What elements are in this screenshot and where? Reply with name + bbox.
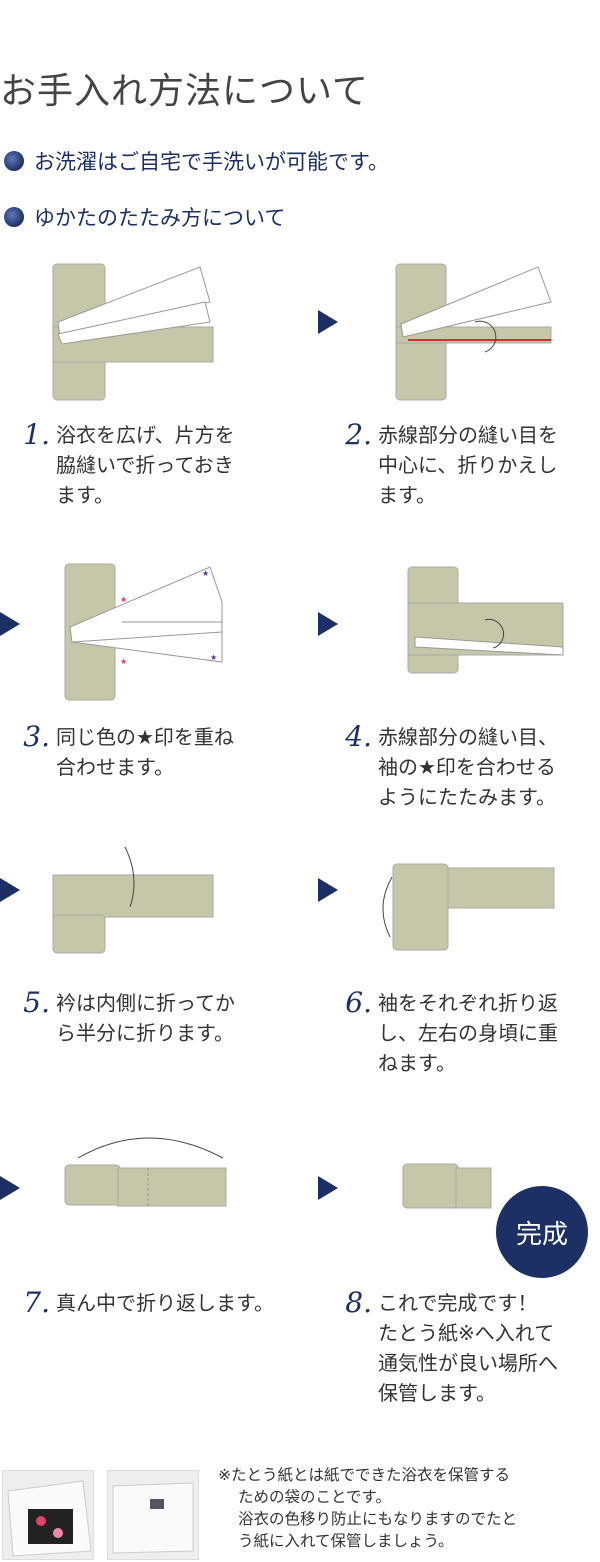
bullet-icon <box>4 151 24 171</box>
next-arrow-icon <box>318 310 338 334</box>
step-8: 8.これで完成です！ たとう紙※へ入れて 通気性が良い場所へ 保管します。 <box>345 1286 558 1406</box>
section-washing: お洗濯はご自宅で手洗いが可能です。 <box>4 146 389 176</box>
page-title: お手入れ方法について <box>0 71 369 112</box>
step8-illustration <box>402 1163 492 1209</box>
step-1: 1.浴衣を広げ、片方を 脇縫いで折っておき ます。 <box>23 418 235 508</box>
next-arrow-icon <box>0 1176 20 1200</box>
step5-illustration <box>52 846 214 954</box>
tatoushi-note: ※たとう紙とは紙でできた浴衣を保管する ための袋のことです。 浴衣の色移り防止に… <box>218 1466 518 1550</box>
next-arrow-icon <box>318 612 338 636</box>
step-3: 3.同じ色の★印を重ね 合わせます。 <box>23 720 234 780</box>
section-folding: ゆかたのたたみ方について <box>4 202 285 232</box>
tatoushi-closed-photo <box>107 1470 199 1560</box>
step-7: 7.真ん中で折り返します。 <box>23 1286 274 1319</box>
step-6: 6.袖をそれぞれ折り返 し、左右の身頃に重 ねます。 <box>345 986 558 1076</box>
step-4: 4.赤線部分の縫い目、 袖の★印を合わせる ようにたたみます。 <box>345 720 558 810</box>
step1-illustration <box>52 263 214 401</box>
tatoushi-open-photo <box>2 1470 94 1560</box>
next-arrow-icon <box>318 878 338 902</box>
next-arrow-icon <box>0 878 20 902</box>
step-2: 2.赤線部分の縫い目を 中心に、折りかえし ます。 <box>345 418 558 508</box>
next-arrow-icon <box>318 1176 338 1200</box>
step-5: 5.衿は内側に折ってか ら半分に折ります。 <box>23 986 235 1046</box>
done-badge: 完成 <box>496 1186 588 1278</box>
svg-text:★: ★ <box>210 653 217 662</box>
svg-text:★: ★ <box>202 569 209 578</box>
step6-illustration <box>382 863 555 951</box>
next-arrow-icon <box>0 612 20 636</box>
svg-text:★: ★ <box>120 595 127 604</box>
step2-illustration <box>395 263 552 401</box>
svg-text:★: ★ <box>120 657 127 666</box>
step4-illustration <box>407 566 564 674</box>
step3-illustration: ★ ★ ★ ★ <box>64 563 223 701</box>
step7-illustration <box>64 1137 227 1207</box>
bullet-icon <box>4 207 24 227</box>
